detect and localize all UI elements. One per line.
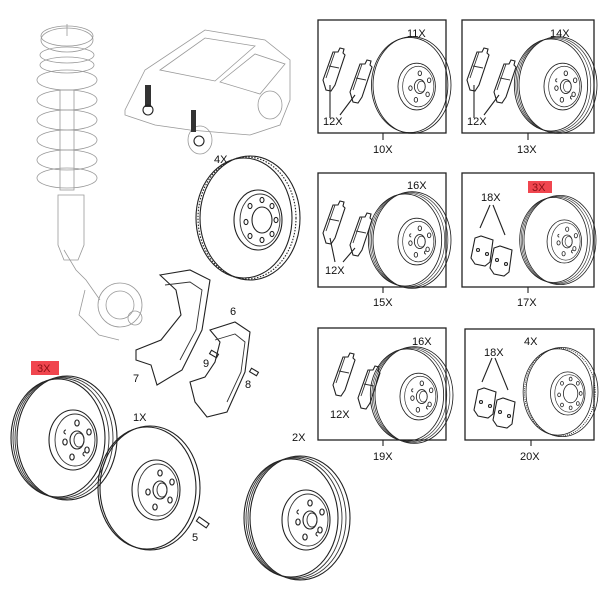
kit-20x-pads-label: 18X [484, 347, 504, 359]
part-label-6: 6 [230, 306, 236, 318]
brake-disc-4x [195, 155, 301, 281]
brake-disc-1x [97, 425, 201, 551]
kit-20x-label: 20X [520, 451, 540, 463]
highlight-3x [31, 361, 59, 375]
kit-box-17x [461, 172, 597, 293]
kit-box-13x [461, 19, 598, 140]
kit-13x-pads-label: 12X [467, 116, 487, 128]
kit-13x-label: 13X [517, 144, 537, 156]
suspension-strut [36, 24, 143, 341]
kit-10x-label: 10X [373, 144, 393, 156]
part-label-1x: 1X [133, 412, 147, 424]
part-label-4x: 4X [214, 154, 228, 166]
brake-disc-3x [10, 375, 118, 501]
kit-10x-disc-label: 11X [407, 28, 426, 40]
brake-disc-2x [243, 455, 351, 581]
kit-19x-disc-label: 16X [412, 336, 432, 348]
screw-8 [248, 367, 260, 377]
kit-box-20x [464, 328, 599, 446]
kit-10x-pads-label: 12X [323, 116, 343, 128]
highlight-17x-disc [528, 181, 552, 193]
kit-19x-label: 19X [373, 451, 393, 463]
kit-15x-label: 15X [373, 297, 393, 309]
bolt-5 [195, 516, 210, 529]
kit-17x-disc-label: 3X [532, 182, 546, 194]
splash-shield-6 [189, 321, 251, 418]
vehicle-locator [124, 29, 291, 155]
kit-20x-disc-label: 4X [524, 336, 538, 348]
part-label-7: 7 [133, 373, 139, 385]
part-label-3x: 3X [37, 363, 51, 375]
screw-9 [208, 349, 220, 359]
kit-19x-pads-label: 12X [330, 409, 350, 421]
part-label-2x: 2X [292, 432, 306, 444]
kit-box-10x [317, 19, 452, 140]
kit-15x-pads-label: 12X [325, 265, 345, 277]
part-label-5: 5 [192, 532, 198, 544]
splash-shield-7 [135, 269, 211, 386]
part-label-9: 9 [203, 358, 209, 370]
kit-box-19x [317, 327, 454, 446]
kit-box-15x [317, 172, 452, 293]
kit-15x-disc-label: 16X [407, 180, 427, 192]
kit-17x-pads-label: 18X [481, 192, 501, 204]
part-label-8: 8 [245, 379, 251, 391]
kit-13x-disc-label: 14X [550, 28, 570, 40]
kit-17x-label: 17X [517, 297, 537, 309]
